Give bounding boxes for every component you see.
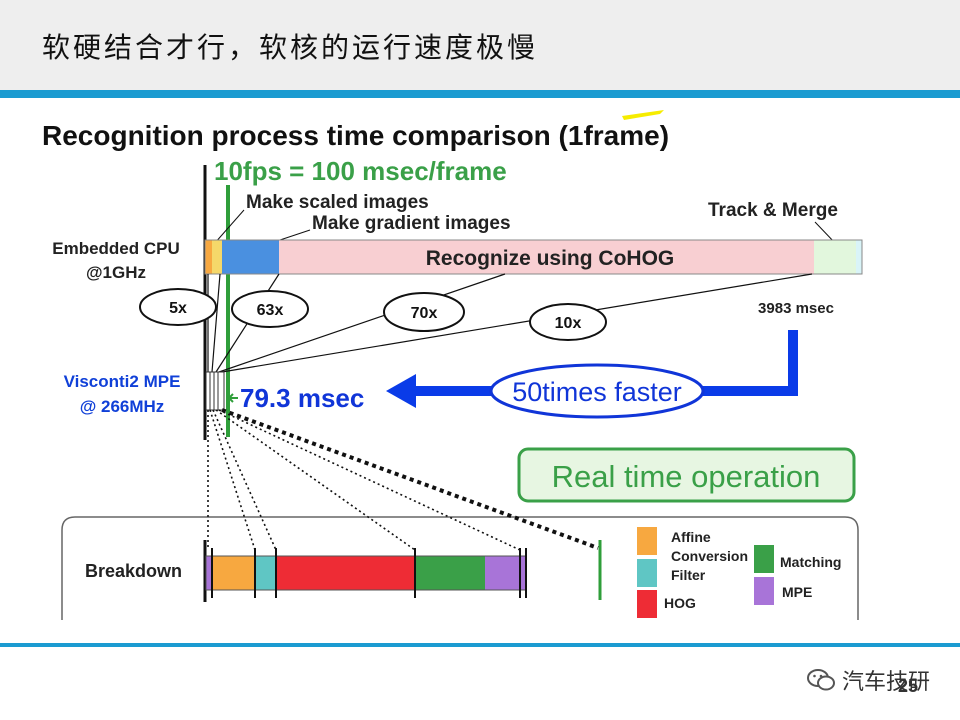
- mpe-label-line1: Visconti2 MPE: [64, 372, 181, 391]
- bd-seg-mpe-start: [206, 556, 212, 590]
- realtime-label: Real time operation: [552, 459, 821, 494]
- mpe-timeline-bar: [205, 371, 225, 411]
- diagram-heading: Recognition process time comparison (1fr…: [42, 120, 669, 151]
- legend-swatch-affine: [637, 527, 657, 555]
- bd-seg-filter: [255, 556, 276, 590]
- speedup-ellipse-3: [383, 292, 465, 332]
- bd-seg-matching: [415, 556, 485, 590]
- fps-label: 10fps = 100 msec/frame: [214, 156, 507, 186]
- cpu-bar-outline: [204, 239, 863, 275]
- speedup-label-3: 70x: [411, 305, 438, 322]
- cpu-seg-gradient: [222, 240, 279, 274]
- legend-swatch-hog: [637, 590, 657, 618]
- label-track-merge: Track & Merge: [708, 200, 838, 221]
- footer-rule: [0, 643, 960, 647]
- legend-hog: HOG: [664, 595, 696, 611]
- legend-mpe: MPE: [782, 584, 812, 600]
- mpe-time: 79.3 msec: [240, 383, 364, 413]
- legend-filter: Filter: [671, 567, 706, 583]
- bd-seg-affine: [212, 556, 255, 590]
- speedup-ellipse-2: [231, 290, 309, 328]
- legend: Affine Conversion Filter HOG Matching MP…: [637, 527, 841, 618]
- speedup-label-1: 5x: [169, 300, 187, 317]
- convergence-lines: [207, 273, 813, 373]
- cpu-seg-recognize: [279, 240, 814, 274]
- title-band: [0, 0, 960, 90]
- cpu-seg-filter: [212, 240, 222, 274]
- label-gradient-images: Make gradient images: [312, 213, 511, 234]
- realtime-box: [517, 447, 856, 503]
- faster-label: 50times faster: [512, 377, 682, 407]
- breakdown-panel: [61, 516, 859, 620]
- slide-title: 软硬结合才行，软核的运行速度极慢: [42, 31, 539, 64]
- speedup-ellipse-1: [139, 288, 217, 326]
- pointer-scaled: [213, 209, 245, 245]
- breakdown-label: Breakdown: [85, 561, 182, 581]
- bd-seg-mpe-end: [520, 556, 526, 590]
- label-recognize: Recognize using CoHOG: [426, 247, 675, 270]
- watermark-text: 汽车技研: [841, 670, 930, 695]
- breakdown-dotted-lines: [207, 409, 521, 551]
- cpu-seg-end: [856, 240, 862, 274]
- breakdown-bar: [203, 540, 527, 602]
- faster-ellipse: [489, 363, 705, 419]
- legend-affine-2: Conversion: [671, 548, 748, 564]
- wechat-icon: [806, 669, 835, 691]
- label-scaled-images: Make scaled images: [246, 192, 429, 213]
- speedup-ellipse-4: [529, 303, 607, 341]
- small-arrow-icon: [227, 393, 238, 403]
- legend-matching: Matching: [780, 554, 841, 570]
- legend-swatch-filter: [637, 559, 657, 587]
- cpu-label-line1: Embedded CPU: [52, 239, 180, 258]
- watermark: 汽车技研: [806, 664, 930, 696]
- legend-swatch-matching: [754, 545, 774, 573]
- arrow-head-icon: [386, 374, 416, 408]
- bd-seg-hog: [276, 556, 415, 590]
- bd-seg-mpe: [485, 556, 520, 590]
- title-rule: [0, 90, 960, 98]
- cpu-label-line2: @1GHz: [86, 263, 146, 282]
- cpu-seg-track: [814, 240, 856, 274]
- mpe-label-line2: @ 266MHz: [80, 397, 165, 416]
- page-number: 25: [898, 676, 918, 696]
- legend-affine-1: Affine: [671, 529, 711, 545]
- cpu-time: 3983 msec: [758, 300, 834, 317]
- cpu-seg-affine: [205, 240, 212, 274]
- highlight-mark: [622, 110, 664, 120]
- dotted-leader: [221, 408, 599, 550]
- speedup-label-4: 10x: [555, 315, 582, 332]
- cpu-timeline-bar: [204, 239, 863, 275]
- speedup-label-2: 63x: [257, 302, 284, 319]
- legend-swatch-mpe: [754, 577, 774, 605]
